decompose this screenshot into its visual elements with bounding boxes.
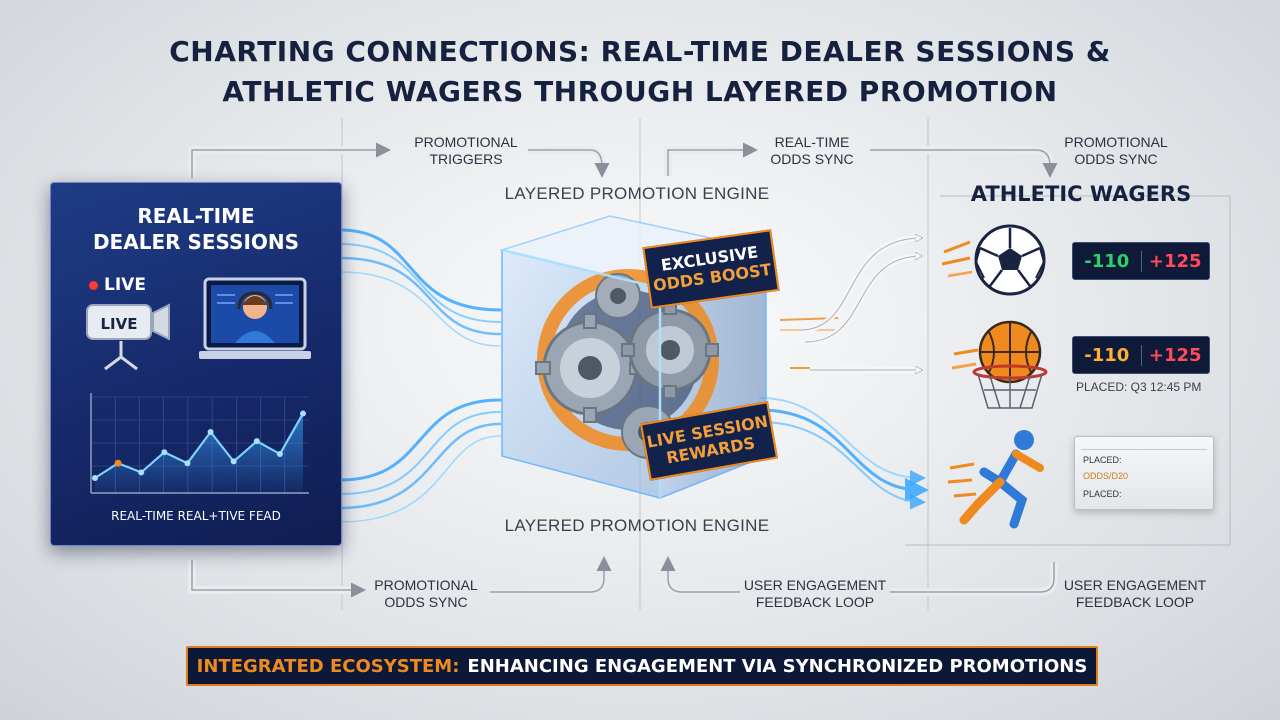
ecosystem-banner: INTEGRATED ECOSYSTEM: ENHANCING ENGAGEME… (186, 646, 1098, 686)
chart-point (114, 459, 122, 467)
chart-point (92, 474, 98, 481)
flow-label-line: ODDS SYNC (384, 594, 468, 610)
chart-area (95, 413, 303, 493)
chart-point (276, 451, 283, 458)
live-dot-icon (89, 280, 98, 290)
ticket-row: PLACED: (1083, 489, 1122, 499)
flow-label-feedback-loop-2: USER ENGAGEMENT FEEDBACK LOOP (1054, 577, 1216, 611)
chart-point (207, 428, 214, 435)
video-camera-icon: LIVE (86, 303, 170, 371)
soccer-odds-positive[interactable]: +125 (1148, 250, 1202, 272)
soccer-odds-box[interactable]: -110 +125 (1072, 242, 1210, 280)
athletic-wagers-title: ATHLETIC WAGERS (970, 182, 1192, 206)
ticket-row: PLACED: (1083, 455, 1122, 465)
chart-point (161, 449, 168, 456)
banner-accent-text: INTEGRATED ECOSYSTEM: (196, 655, 460, 677)
chart-point (253, 438, 260, 445)
soccer-odds-negative[interactable]: -110 (1073, 250, 1142, 272)
blue-data-streams (338, 228, 929, 523)
chart-point (230, 458, 237, 465)
engine-label-bottom: LAYERED PROMOTION ENGINE (504, 516, 770, 535)
flow-label-line: FEEDBACK LOOP (755, 594, 875, 610)
title-line-1: CHARTING CONNECTIONS: REAL-TIME DEALER S… (169, 35, 1111, 68)
basketball-hoop-icon (951, 320, 1048, 409)
live-indicator: LIVE (89, 275, 146, 295)
white-flow-arrows (799, 238, 920, 370)
dealer-sessions-panel: REAL-TIME DEALER SESSIONS LIVE LIVE (50, 182, 342, 546)
flow-label-line: PROMOTIONAL (1064, 134, 1168, 150)
banner-text: ENHANCING ENGAGEMENT VIA SYNCHRONIZED PR… (467, 655, 1088, 677)
camera-live-label: LIVE (101, 315, 138, 333)
page-title: CHARTING CONNECTIONS: REAL-TIME DEALER S… (0, 32, 1280, 112)
flow-label-line: PROMOTIONAL (374, 577, 478, 593)
engine-label-top: LAYERED PROMOTION ENGINE (504, 184, 770, 203)
gear-icon (595, 273, 641, 319)
dealer-panel-title: REAL-TIME DEALER SESSIONS (51, 203, 341, 255)
flow-label-line: USER ENGAGEMENT (743, 577, 887, 593)
flow-label-realtime-odds-sync: REAL-TIME ODDS SYNC (752, 134, 872, 168)
flow-label-promotional-odds-sync-bottom: PROMOTIONAL ODDS SYNC (356, 577, 496, 611)
flow-label-line: TRIGGERS (429, 151, 503, 167)
dealer-monitor-icon (199, 277, 311, 359)
dealer-title-line: DEALER SESSIONS (92, 230, 300, 254)
flow-label-line: USER ENGAGEMENT (1063, 577, 1207, 593)
placed-q3-text: PLACED: Q3 12:45 PM (1076, 380, 1202, 394)
ticket-row: ODDS/D20 (1083, 471, 1129, 481)
bet-ticket[interactable]: PLACED: ODDS/D20 PLACED: (1074, 436, 1214, 510)
ticket-header-bar (1081, 441, 1207, 450)
title-line-2: ATHLETIC WAGERS THROUGH LAYERED PROMOTIO… (222, 75, 1058, 108)
flow-label-line: PROMOTIONAL (414, 134, 518, 150)
gear-icon (621, 301, 719, 399)
flow-label-line: ODDS SYNC (770, 151, 854, 167)
flow-label-line: ODDS SYNC (1074, 151, 1158, 167)
dealer-activity-chart (90, 393, 309, 494)
feed-label: REAL-TIME REAL+TIVE FEAD (111, 509, 281, 523)
runner-icon (947, 430, 1044, 529)
basketball-odds-positive[interactable]: +125 (1148, 344, 1202, 366)
dealer-title-line: REAL-TIME (137, 204, 255, 228)
live-indicator-text: LIVE (104, 275, 146, 295)
flow-label-line: REAL-TIME (774, 134, 850, 150)
chart-line (94, 413, 304, 479)
flow-label-line: FEEDBACK LOOP (1075, 594, 1195, 610)
flow-label-promotional-odds-sync-top: PROMOTIONAL ODDS SYNC (1046, 134, 1186, 168)
flow-label-promotional-triggers: PROMOTIONAL TRIGGERS (396, 134, 536, 168)
basketball-odds-negative[interactable]: -110 (1073, 344, 1142, 366)
chart-point (184, 460, 191, 467)
flow-label-feedback-loop-1: USER ENGAGEMENT FEEDBACK LOOP (734, 577, 896, 611)
chart-point (300, 410, 306, 417)
soccer-ball-icon (941, 224, 1046, 296)
chart-point (138, 469, 145, 476)
basketball-odds-box[interactable]: -110 +125 (1072, 336, 1210, 374)
